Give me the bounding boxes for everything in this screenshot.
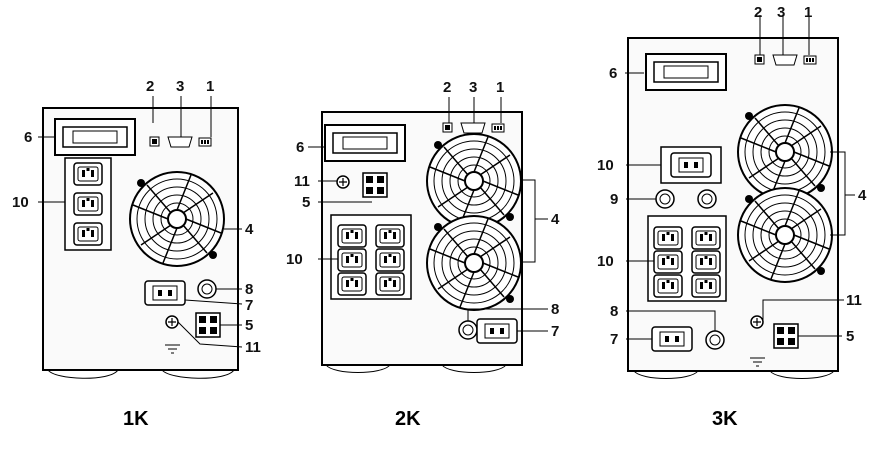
output-breaker-3k-left bbox=[655, 189, 675, 209]
ac-input-2k bbox=[476, 318, 518, 344]
ac-outlet bbox=[73, 162, 103, 186]
callout-1: 1 bbox=[496, 79, 504, 96]
unit-3k bbox=[627, 37, 839, 379]
cooling-fan-1k bbox=[129, 171, 225, 267]
model-label-2k: 2K bbox=[395, 408, 421, 430]
snmp-slot-3k bbox=[645, 53, 727, 91]
callout-11: 11 bbox=[294, 173, 310, 190]
callout-9: 9 bbox=[610, 191, 618, 208]
cooling-fan-3k-upper bbox=[737, 104, 833, 200]
callout-10: 10 bbox=[597, 253, 614, 270]
callout-11: 11 bbox=[245, 339, 261, 356]
callout-7: 7 bbox=[610, 331, 618, 348]
ac-outlet bbox=[337, 272, 367, 296]
comm-ports-3k bbox=[754, 54, 817, 66]
callouts-1k: 6 2 3 1 10 4 8 7 5 11 bbox=[12, 78, 261, 356]
callout-10: 10 bbox=[12, 194, 29, 211]
callout-1: 1 bbox=[804, 4, 812, 21]
cooling-fan-3k-lower bbox=[737, 187, 833, 283]
ground-screw-3k bbox=[750, 315, 764, 329]
snmp-slot-2k bbox=[324, 124, 406, 162]
callout-3: 3 bbox=[176, 78, 184, 95]
ac-outlet bbox=[337, 224, 367, 248]
callout-4: 4 bbox=[551, 211, 560, 228]
snmp-slot-1k bbox=[54, 118, 136, 156]
cooling-fan-2k-upper bbox=[426, 133, 522, 229]
callout-8: 8 bbox=[245, 281, 253, 298]
ac-outlet bbox=[691, 250, 721, 274]
callout-5: 5 bbox=[302, 194, 310, 211]
ac-outlet bbox=[375, 248, 405, 272]
callouts-2k: 6 2 3 1 11 5 10 4 8 7 bbox=[286, 79, 560, 340]
ac-input-3k bbox=[651, 326, 693, 352]
cooling-fan-2k-lower bbox=[426, 215, 522, 311]
input-breaker-1k bbox=[197, 279, 217, 299]
ac-outlet bbox=[375, 272, 405, 296]
callout-4: 4 bbox=[245, 221, 254, 238]
ac-outlet bbox=[653, 274, 683, 298]
model-label-1k: 1K bbox=[123, 408, 149, 430]
callout-2: 2 bbox=[443, 79, 451, 96]
ac-outlet bbox=[337, 248, 367, 272]
ground-screw-1k bbox=[165, 315, 179, 329]
callout-10: 10 bbox=[597, 157, 614, 174]
ac-outlet bbox=[73, 222, 103, 246]
ac-outlet bbox=[653, 250, 683, 274]
callout-4: 4 bbox=[858, 187, 867, 204]
output-breaker-3k-right bbox=[697, 189, 717, 209]
callout-2: 2 bbox=[754, 4, 762, 21]
ac-outlet bbox=[691, 274, 721, 298]
callout-2: 2 bbox=[146, 78, 154, 95]
callout-8: 8 bbox=[610, 303, 618, 320]
ground-screw-2k bbox=[336, 175, 350, 189]
ac-output-connector-3k bbox=[670, 152, 712, 178]
ac-outlet bbox=[73, 192, 103, 216]
comm-ports-2k bbox=[442, 122, 505, 134]
callout-10: 10 bbox=[286, 251, 303, 268]
callout-6: 6 bbox=[24, 129, 32, 146]
callout-8: 8 bbox=[551, 301, 559, 318]
callout-3: 3 bbox=[777, 4, 785, 21]
model-label-3k: 3K bbox=[712, 408, 738, 430]
input-breaker-2k bbox=[458, 320, 478, 340]
battery-connector-3k bbox=[773, 323, 799, 349]
ac-outlet bbox=[653, 226, 683, 250]
callout-7: 7 bbox=[245, 297, 253, 314]
callouts-3k: 6 2 3 1 10 9 10 8 7 4 11 5 bbox=[597, 4, 867, 348]
callout-3: 3 bbox=[469, 79, 477, 96]
ac-input-1k bbox=[144, 280, 186, 306]
callout-5: 5 bbox=[846, 328, 854, 345]
callout-5: 5 bbox=[245, 317, 253, 334]
unit-2k bbox=[321, 111, 523, 373]
callout-7: 7 bbox=[551, 323, 559, 340]
leader-lines bbox=[38, 15, 855, 348]
battery-connector-1k bbox=[195, 312, 221, 338]
callout-6: 6 bbox=[609, 65, 617, 82]
battery-connector-2k bbox=[362, 172, 388, 198]
comm-ports-1k bbox=[149, 136, 212, 148]
input-breaker-3k bbox=[705, 330, 725, 350]
unit-1k bbox=[42, 107, 239, 379]
callout-6: 6 bbox=[296, 139, 304, 156]
callout-1: 1 bbox=[206, 78, 214, 95]
ac-outlet bbox=[375, 224, 405, 248]
ac-outlet bbox=[691, 226, 721, 250]
callout-11: 11 bbox=[846, 292, 862, 309]
